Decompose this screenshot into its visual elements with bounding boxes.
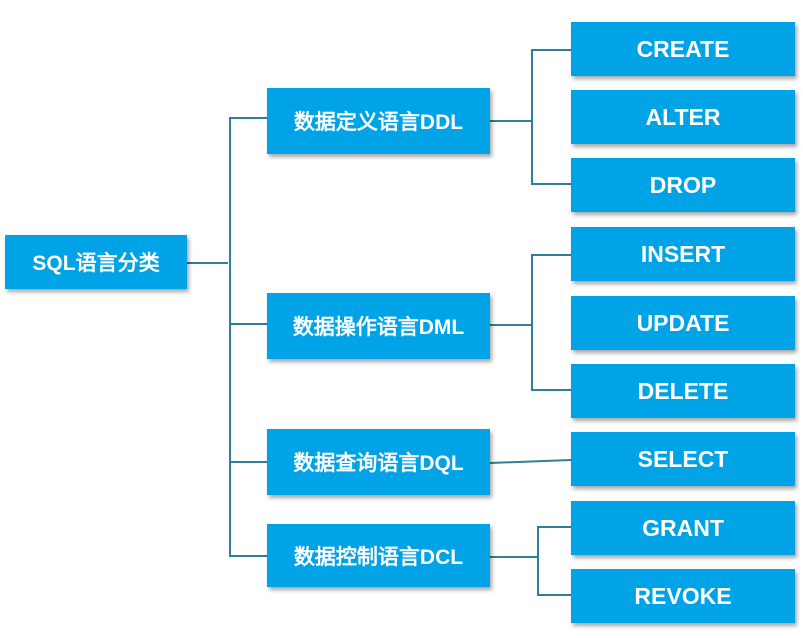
category-node-ddl: 数据定义语言DDL: [267, 88, 490, 154]
root-node-sql: SQL语言分类: [5, 235, 187, 289]
leaf-node-grant: GRANT: [571, 501, 795, 555]
connector-line-14: [489, 459, 572, 464]
leaf-node-delete: DELETE: [571, 364, 795, 418]
leaf-node-drop: DROP: [571, 158, 795, 212]
leaf-node-select: SELECT: [571, 432, 795, 486]
leaf-node-create: CREATE: [571, 22, 795, 76]
leaf-node-update: UPDATE: [571, 296, 795, 350]
leaf-node-alter: ALTER: [571, 90, 795, 144]
category-node-dml: 数据操作语言DML: [267, 293, 490, 359]
leaf-node-revoke: REVOKE: [571, 569, 795, 623]
category-node-dql: 数据查询语言DQL: [267, 429, 490, 495]
category-node-dcl: 数据控制语言DCL: [267, 524, 490, 587]
leaf-node-insert: INSERT: [571, 227, 795, 281]
